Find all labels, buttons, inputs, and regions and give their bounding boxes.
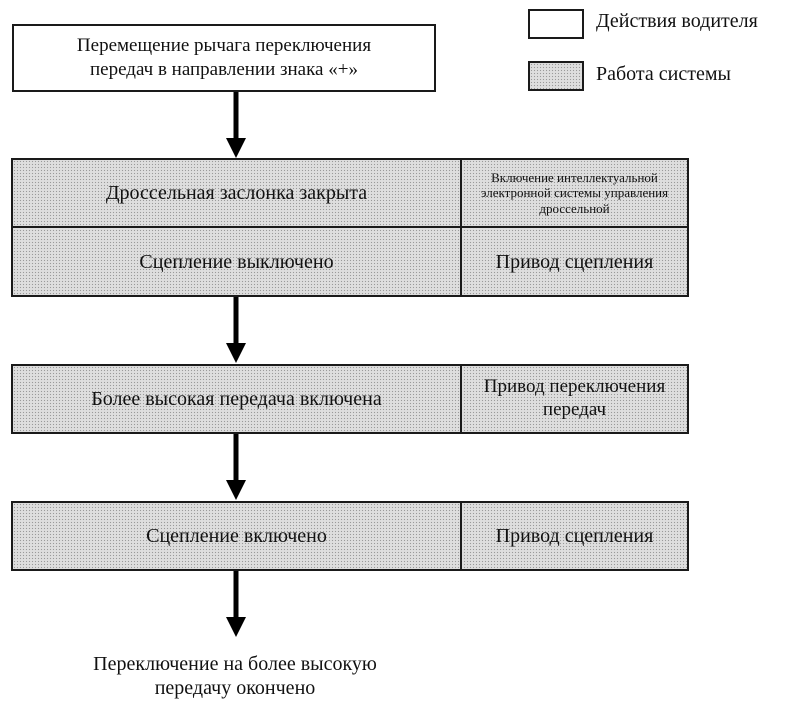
block3-column-divider [460,501,462,571]
arrow-1 [226,92,246,158]
legend-system-swatch [528,61,584,91]
block1-row1-side: Включение интеллектуальной электронной с… [480,169,669,216]
block2-column-divider [460,364,462,434]
start-box: Перемещение рычага переключения передач … [12,24,436,92]
block2-main: Более высокая передача включена [91,388,382,410]
block1-row2-side: Привод сцепления [495,250,654,273]
arrow-2 [226,297,246,363]
block3-main: Сцепление включено [146,525,327,547]
end-text-line1: Переключение на более высокую [93,653,377,675]
block1-column-divider [460,158,462,297]
end-text: Переключение на более высокую передачу о… [20,646,450,706]
arrow-4 [226,571,246,637]
end-text-line2: передачу окончено [154,677,316,699]
start-text-line1: Перемещение рычага переключения [76,35,372,57]
arrow-3 [226,434,246,500]
legend-driver-swatch [528,9,584,39]
legend-system-label: Работа системы [596,63,731,85]
block1-row1-main: Дроссельная заслонка закрыта [105,182,368,204]
legend-driver-label: Действия водителя [596,10,758,32]
block2-box [11,364,689,434]
start-text-line2: передач в направлении знака «+» [90,59,358,80]
block3-side: Привод сцепления [495,525,654,547]
block2-side: Привод переключения передач [483,376,666,420]
block1-row2-main: Сцепление выключено [139,250,334,273]
block3-box [11,501,689,571]
block1-row-divider [11,226,689,228]
